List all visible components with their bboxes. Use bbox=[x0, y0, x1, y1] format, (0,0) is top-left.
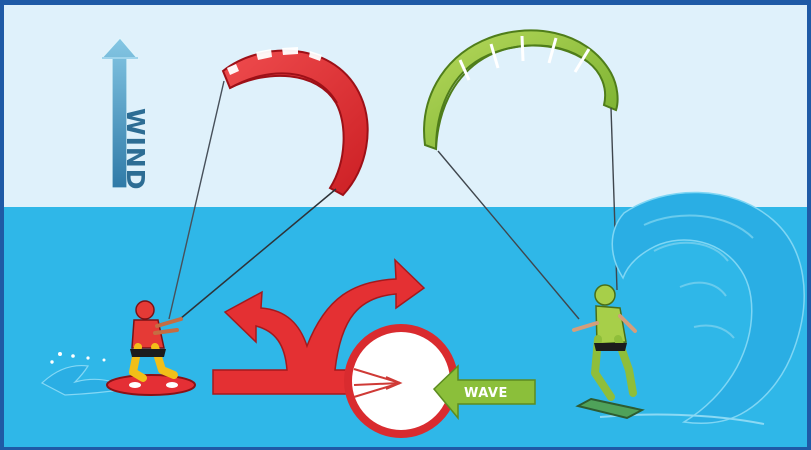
wind-label-text: WIND bbox=[121, 108, 150, 191]
kitesurfer-green-icon bbox=[574, 285, 642, 418]
kitesurfing-illustration: WIND bbox=[4, 5, 807, 447]
red-kite-icon bbox=[223, 47, 368, 195]
wave-label: WAVE bbox=[464, 386, 508, 401]
diagram-scene: WIND bbox=[4, 5, 807, 447]
kitesurfer-red-icon bbox=[107, 301, 195, 395]
green-kite-icon bbox=[424, 30, 618, 149]
force-circle-icon bbox=[348, 328, 454, 434]
wind-label: WIND bbox=[121, 108, 150, 191]
wave-label-text: WAVE bbox=[464, 386, 508, 401]
